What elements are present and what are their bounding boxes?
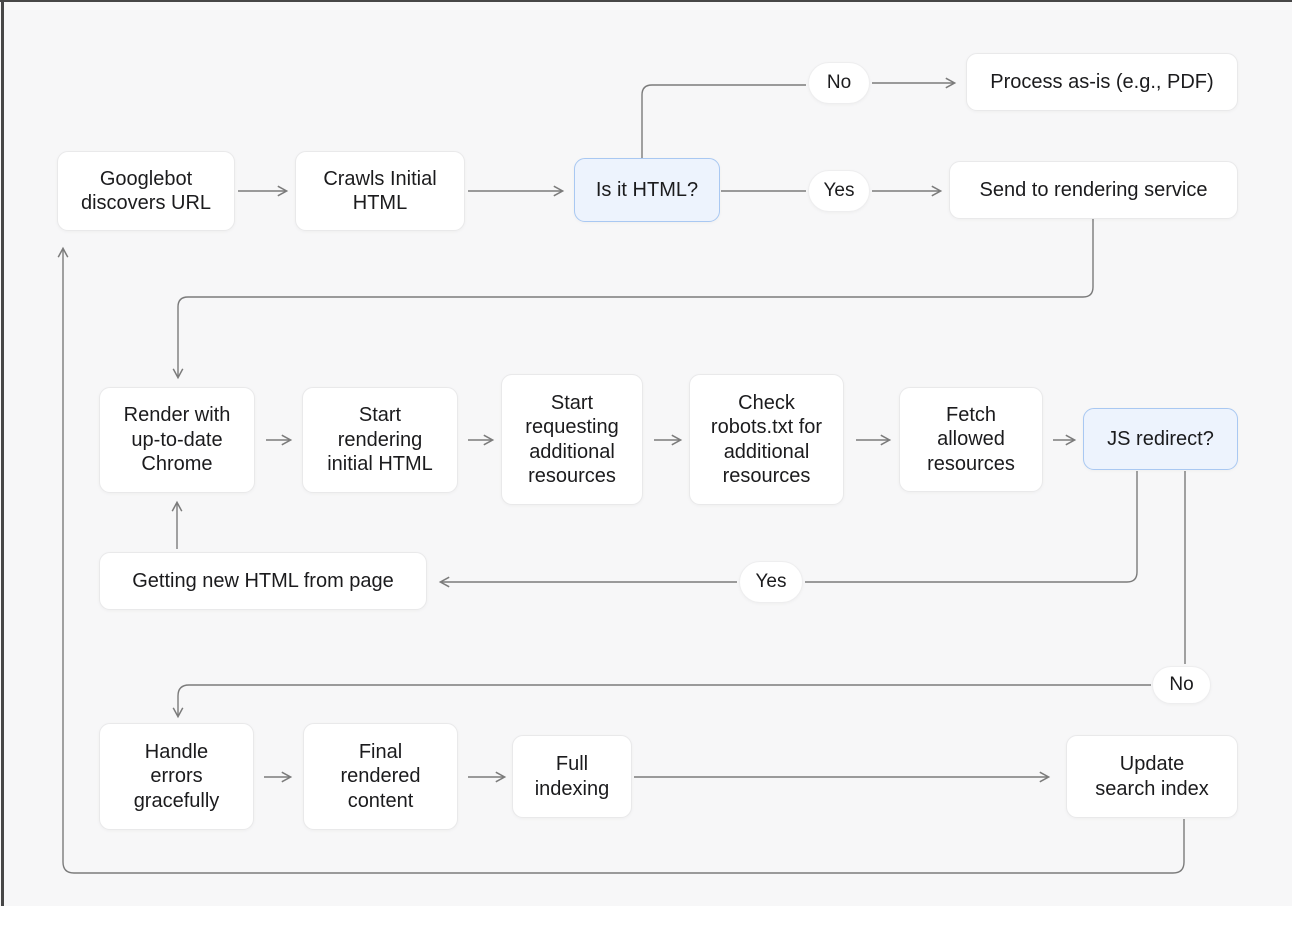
- node-js-redirect-decision: JS redirect?: [1083, 408, 1238, 470]
- frame-top-line: [0, 0, 1292, 2]
- node-update-search-index: Update search index: [1066, 735, 1238, 818]
- node-crawls-initial-html: Crawls Initial HTML: [295, 151, 465, 231]
- edge-label-yes-top: Yes: [808, 170, 870, 212]
- node-getting-new-html: Getting new HTML from page: [99, 552, 427, 610]
- edge-label-no-top: No: [808, 62, 870, 104]
- node-process-as-is: Process as-is (e.g., PDF): [966, 53, 1238, 111]
- node-handle-errors-gracefully: Handle errors gracefully: [99, 723, 254, 830]
- node-start-requesting-additional-resources: Start requesting additional resources: [501, 374, 643, 505]
- edge-send-to-render: [172, 219, 1094, 380]
- node-fetch-allowed-resources: Fetch allowed resources: [899, 387, 1043, 492]
- edge-label-no-bottom: No: [1152, 666, 1211, 704]
- edge-update-loop-to-googlebot: [57, 246, 1185, 874]
- edge-isithtml-to-no: [641, 84, 806, 158]
- edge-jsredirect-to-yes-mid: [805, 471, 1138, 583]
- edge-no-bottom-to-handle: [172, 684, 1151, 719]
- node-final-rendered-content: Final rendered content: [303, 723, 458, 830]
- node-is-it-html-decision: Is it HTML?: [574, 158, 720, 222]
- node-full-indexing: Full indexing: [512, 735, 632, 818]
- node-render-with-chrome: Render with up-to-date Chrome: [99, 387, 255, 493]
- node-googlebot-discovers-url: Googlebot discovers URL: [57, 151, 235, 231]
- node-start-rendering-initial-html: Start rendering initial HTML: [302, 387, 458, 493]
- edge-label-yes-mid: Yes: [739, 561, 803, 603]
- node-check-robots-txt: Check robots.txt for additional resource…: [689, 374, 844, 505]
- node-send-to-rendering-service: Send to rendering service: [949, 161, 1238, 219]
- frame-left-line: [1, 0, 4, 906]
